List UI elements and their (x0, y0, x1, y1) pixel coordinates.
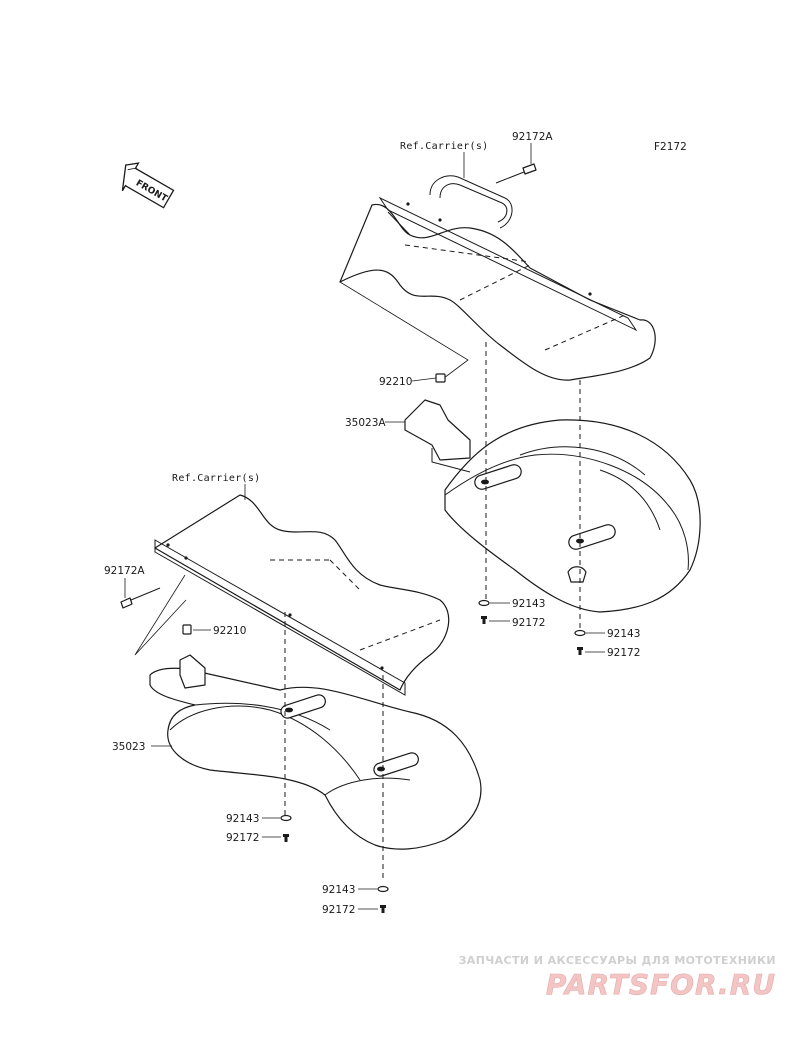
lower-bolt-92172a-icon (120, 587, 161, 609)
lower-part-92143-left: 92143 (226, 813, 259, 825)
upper-ref-carrier-label: Ref.Carrier(s) (400, 141, 489, 152)
lower-part-92172-bottom: 92172 (322, 904, 355, 916)
lower-cover (149, 654, 482, 850)
lower-part-92172-left: 92172 (226, 832, 259, 844)
lower-part-92210: 92210 (213, 625, 246, 637)
lower-carrier (154, 494, 450, 696)
upper-part-35023a: 35023A (345, 417, 386, 429)
upper-bolt-92172a-icon (495, 163, 537, 184)
upper-part-92143-left: 92143 (512, 598, 545, 610)
lower-bolt-left-icon (283, 834, 289, 842)
upper-part-92172a: 92172A (512, 131, 553, 143)
upper-part-92172-left: 92172 (512, 617, 545, 629)
upper-bolt-right-icon (577, 647, 583, 655)
upper-part-92172-right: 92172 (607, 647, 640, 659)
upper-part-92143-right: 92143 (607, 628, 640, 640)
lower-part-35023: 35023 (112, 741, 145, 753)
lower-bolt-bottom-icon (380, 905, 386, 913)
lower-part-92172a: 92172A (104, 565, 145, 577)
figure-code: F2172 (654, 141, 687, 153)
watermark-tagline: ЗАПЧАСТИ И АКСЕССУАРЫ ДЛЯ МОТОТЕХНИКИ (459, 954, 776, 967)
lower-ref-carrier-label: Ref.Carrier(s) (172, 473, 261, 484)
lower-assembly: Ref.Carrier(s) 92172A 92210 35023 92143 … (104, 473, 482, 916)
upper-part-92210: 92210 (379, 376, 412, 388)
upper-assembly: Ref.Carrier(s) 92172A 92210 35023A 92143… (339, 131, 701, 659)
lower-clip (182, 624, 192, 635)
upper-carrier (339, 175, 656, 381)
upper-washer-right-icon (574, 629, 586, 637)
lower-washer-left-icon (280, 814, 292, 822)
upper-cover (404, 399, 701, 613)
watermark-brand: PARTSFOR.RU (546, 968, 776, 1001)
lower-washer-bottom-icon (377, 885, 389, 893)
upper-bolt-left-icon (481, 616, 487, 624)
upper-washer-left-icon (478, 599, 490, 607)
front-arrow-icon: FRONT (121, 162, 175, 209)
upper-clip (435, 373, 446, 383)
watermark: ЗАПЧАСТИ И АКСЕССУАРЫ ДЛЯ МОТОТЕХНИКИ PA… (459, 954, 776, 1001)
lower-part-92143-bottom: 92143 (322, 884, 355, 896)
